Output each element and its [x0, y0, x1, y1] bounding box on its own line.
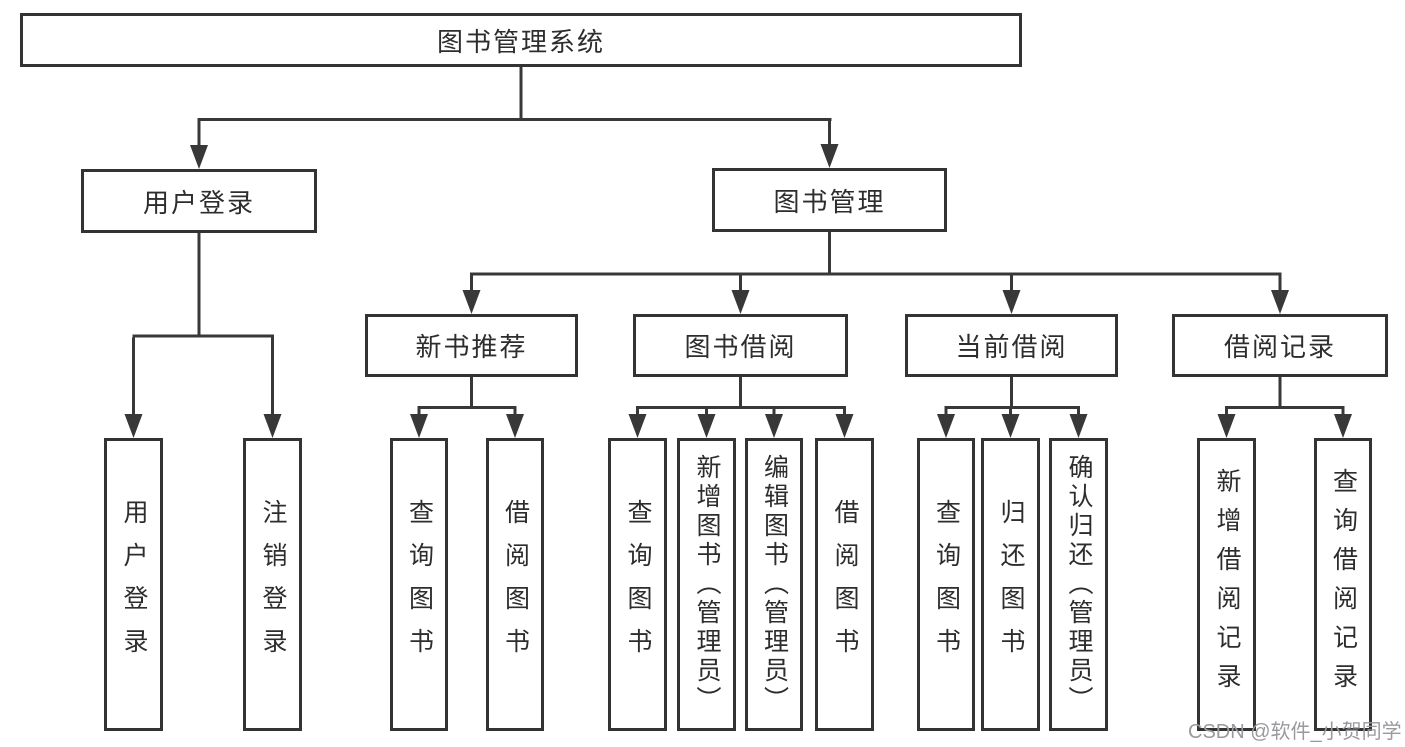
node-new-book-recommend: 新书推荐	[365, 314, 578, 377]
arrowhead-icon	[1002, 290, 1021, 314]
arrowhead-icon	[1271, 290, 1289, 314]
arrowhead-icon	[697, 414, 716, 438]
arrowhead-icon	[628, 414, 647, 438]
arrowhead-icon	[731, 290, 750, 314]
node-book-management: 图书管理	[712, 168, 947, 232]
leaf-query-books-current: 查询图书	[917, 438, 975, 731]
leaf-edit-books-admin: 编辑图书（管理员）	[745, 438, 803, 731]
leaf-add-borrow-record: 新增借阅记录	[1197, 438, 1256, 731]
leaf-add-books-admin: 新增图书（管理员）	[677, 438, 736, 731]
watermark-text: CSDN @软件_小贺同学	[1188, 721, 1402, 743]
node-label: 图书管理	[773, 186, 886, 217]
node-user-login: 用户登录	[81, 169, 317, 233]
node-label: 图书借阅	[684, 332, 797, 362]
node-label: 注销登录	[259, 498, 287, 671]
connector-borrow-records-to-leaves	[1225, 377, 1345, 416]
node-label: 借阅记录	[1223, 332, 1336, 362]
node-current-borrow: 当前借阅	[905, 314, 1118, 377]
node-book-borrow: 图书借阅	[633, 314, 848, 377]
leaf-query-borrow-record: 查询借阅记录	[1314, 438, 1372, 731]
arrowhead-icon	[124, 414, 143, 438]
connector-book-borrow-to-leaves	[636, 377, 846, 416]
arrowhead-icon	[765, 414, 783, 438]
leaf-borrow-books-recommend: 借阅图书	[486, 438, 544, 731]
node-label: 新书推荐	[415, 332, 528, 362]
node-label: 新增借阅记录	[1213, 467, 1241, 702]
arrowhead-icon	[820, 144, 839, 168]
arrowhead-icon	[263, 414, 282, 438]
arrowhead-icon	[410, 414, 428, 438]
node-label: 借阅图书	[831, 498, 859, 671]
node-label: 确认归还（管理员）	[1065, 454, 1093, 715]
arrowhead-icon	[1001, 414, 1020, 438]
arrowhead-icon	[190, 145, 208, 169]
node-label: 借阅图书	[501, 498, 530, 671]
node-label: 查询图书	[624, 498, 652, 671]
node-label: 用户登录	[120, 498, 148, 671]
connector-new-book-recommend-to-leaves	[417, 377, 517, 416]
node-label: 当前借阅	[955, 332, 1068, 362]
leaf-query-books-recommend: 查询图书	[390, 438, 448, 731]
connector-root-to-level2	[197, 67, 832, 147]
arrowhead-icon	[937, 414, 955, 438]
node-label: 图书管理系统	[436, 26, 605, 57]
node-borrow-records: 借阅记录	[1172, 314, 1388, 377]
leaf-logout: 注销登录	[243, 438, 302, 731]
arrowhead-icon	[462, 290, 481, 314]
node-label: 查询图书	[405, 498, 434, 671]
node-root-library-system: 图书管理系统	[20, 13, 1022, 67]
leaf-borrow-books: 借阅图书	[815, 438, 874, 731]
leaf-user-login: 用户登录	[104, 438, 163, 731]
connector-current-borrow-to-leaves	[944, 377, 1080, 416]
node-label: 归还图书	[997, 498, 1025, 671]
node-label: 用户登录	[142, 187, 255, 218]
leaf-return-books: 归还图书	[981, 438, 1040, 731]
node-label: 查询图书	[932, 498, 961, 671]
leaf-confirm-return-admin: 确认归还（管理员）	[1049, 438, 1108, 731]
leaf-query-books-borrow: 查询图书	[608, 438, 667, 731]
arrowhead-icon	[1217, 414, 1236, 438]
connector-book-mgmt-to-level3	[470, 232, 1282, 292]
node-label: 新增图书（管理员）	[693, 454, 721, 715]
node-label: 查询借阅记录	[1329, 467, 1358, 702]
connector-user-login-to-leaves	[132, 233, 274, 416]
arrowhead-icon	[506, 414, 524, 438]
arrowhead-icon	[1069, 414, 1088, 438]
arrowhead-icon	[1334, 414, 1352, 438]
arrowhead-icon	[835, 414, 854, 438]
node-label: 编辑图书（管理员）	[760, 454, 789, 715]
